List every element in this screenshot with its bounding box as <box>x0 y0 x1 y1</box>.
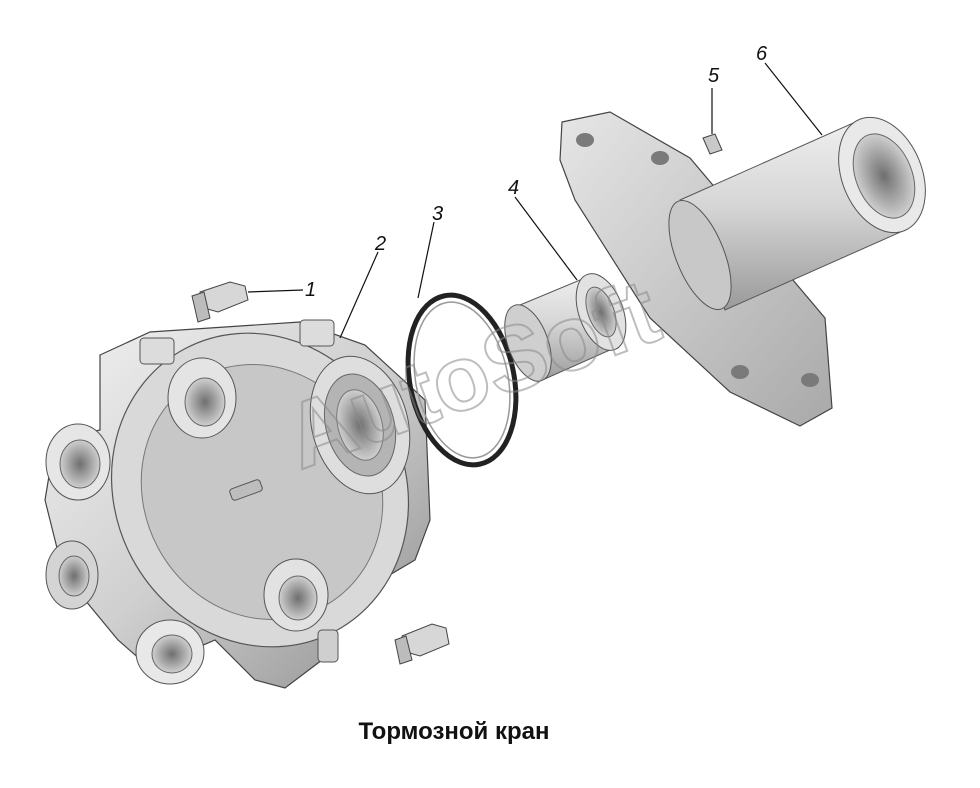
callout-2: 2 <box>374 233 386 255</box>
callout-6: 6 <box>756 43 768 65</box>
flange-tube <box>559 111 926 427</box>
callout-5: 5 <box>708 65 720 87</box>
leader-lines <box>247 62 823 339</box>
bolt-upper <box>191 281 249 323</box>
watermark-text: AutoSoft <box>272 260 672 489</box>
callout-1: 1 <box>305 279 316 301</box>
diagram-caption: Тормозной кран <box>358 718 550 745</box>
callout-4: 4 <box>508 177 519 199</box>
o-ring-inner-edge <box>413 301 511 459</box>
bushing <box>504 273 627 383</box>
o-ring <box>405 292 519 468</box>
pin <box>702 133 723 155</box>
bolt-lower <box>394 623 450 665</box>
valve-body <box>44 319 431 689</box>
callout-3: 3 <box>432 203 443 225</box>
